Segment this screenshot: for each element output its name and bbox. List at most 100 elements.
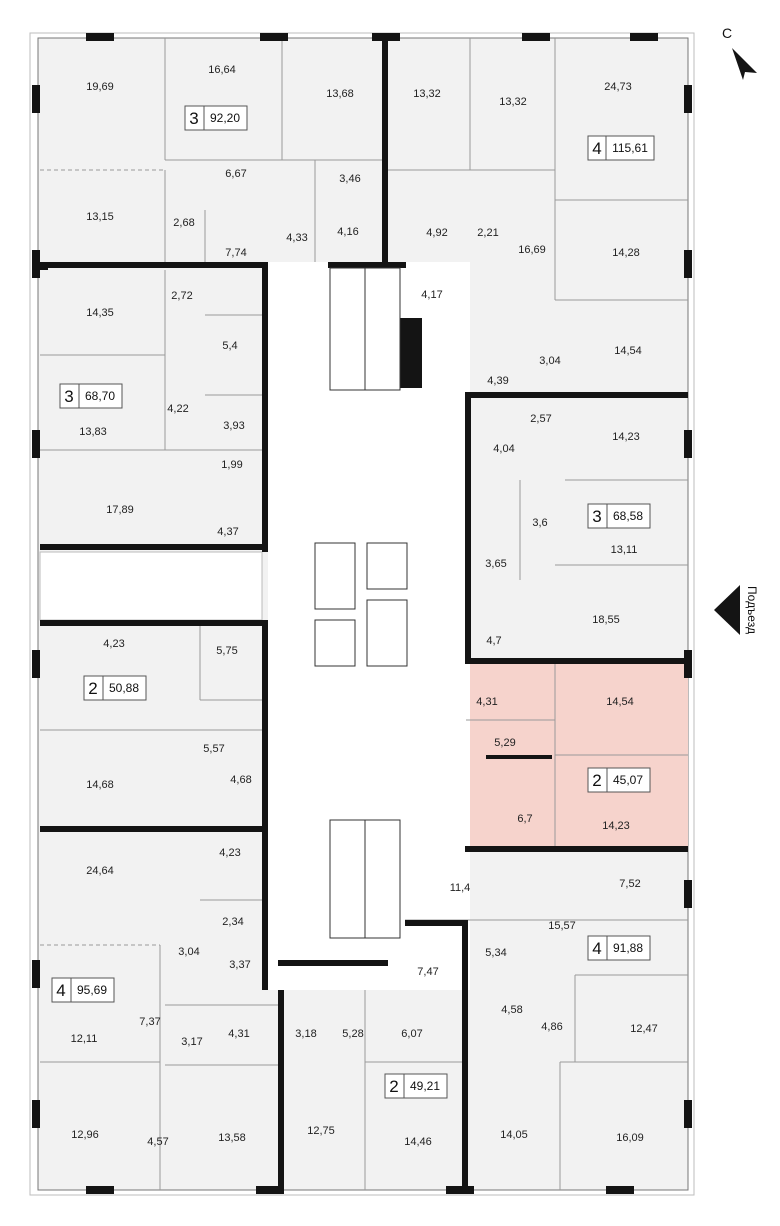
corridor xyxy=(268,262,470,990)
room-area: 24,64 xyxy=(86,865,114,877)
room-area: 4,23 xyxy=(219,847,240,859)
room-area: 11,4 xyxy=(450,882,471,894)
room-area: 3,65 xyxy=(485,558,506,570)
balcony-gap xyxy=(39,551,263,621)
room-area: 5,4 xyxy=(222,340,237,352)
room-area: 5,75 xyxy=(216,645,237,657)
room-area: 13,32 xyxy=(413,88,441,100)
room-area: 13,11 xyxy=(611,544,638,556)
apartment-rooms: 4 xyxy=(56,981,65,1000)
room-area: 2,68 xyxy=(173,217,194,229)
apartment-area: 68,70 xyxy=(85,389,115,403)
room-area: 5,28 xyxy=(342,1028,363,1040)
room-area: 6,67 xyxy=(225,168,246,180)
room-area: 4,16 xyxy=(337,226,358,238)
apartment-area: 91,88 xyxy=(613,941,643,955)
room-area: 2,57 xyxy=(530,413,551,425)
room-area: 13,83 xyxy=(79,426,107,438)
room-area: 12,75 xyxy=(307,1125,335,1137)
room-area: 3,18 xyxy=(295,1028,316,1040)
room-area: 13,32 xyxy=(499,96,527,108)
room-area: 16,64 xyxy=(208,64,236,76)
apartment-rooms: 2 xyxy=(389,1077,398,1096)
apartment-area: 92,20 xyxy=(210,111,240,125)
load-bearing-walls xyxy=(40,38,688,1190)
highlighted-apartment[interactable] xyxy=(466,660,688,846)
room-area: 3,6 xyxy=(532,517,547,529)
room-area: 14,28 xyxy=(612,247,640,259)
room-area: 3,93 xyxy=(223,420,244,432)
stairwells xyxy=(314,267,408,939)
room-area: 4,23 xyxy=(103,638,124,650)
entrance-arrow-icon xyxy=(714,585,740,635)
room-area: 14,46 xyxy=(404,1136,432,1148)
apartment-area: 45,07 xyxy=(613,773,643,787)
room-area: 13,68 xyxy=(326,88,354,100)
room-area: 2,72 xyxy=(171,290,192,302)
compass: С xyxy=(722,25,757,80)
room-area: 4,31 xyxy=(476,696,497,708)
room-area: 4,31 xyxy=(228,1028,249,1040)
north-arrow-icon xyxy=(732,48,757,80)
room-area: 5,57 xyxy=(203,743,224,755)
apartment-rooms: 2 xyxy=(88,679,97,698)
room-area: 18,55 xyxy=(592,614,620,626)
room-area: 6,07 xyxy=(401,1028,422,1040)
room-area: 12,11 xyxy=(71,1033,98,1045)
apartment-area: 115,61 xyxy=(612,141,648,155)
room-area: 14,68 xyxy=(86,779,114,791)
room-area: 12,96 xyxy=(71,1129,99,1141)
room-area: 15,57 xyxy=(548,920,576,932)
room-area: 7,74 xyxy=(225,247,246,259)
apartment-rooms: 4 xyxy=(592,139,601,158)
outer-frame xyxy=(29,32,695,1196)
room-area: 4,7 xyxy=(486,635,501,647)
room-area: 14,54 xyxy=(614,345,642,357)
room-area: 12,47 xyxy=(630,1023,658,1035)
room-area: 4,57 xyxy=(147,1136,168,1148)
north-label: С xyxy=(722,25,732,41)
room-area: 3,37 xyxy=(229,959,250,971)
windows xyxy=(32,33,692,1194)
room-area: 3,17 xyxy=(181,1036,202,1048)
apartment-rooms: 4 xyxy=(592,939,601,958)
room-area: 2,34 xyxy=(222,916,243,928)
apartment-rooms: 3 xyxy=(64,387,73,406)
room-area: 24,73 xyxy=(604,81,632,93)
room-labels: 19,69 16,64 13,68 13,32 13,32 24,73 6,67… xyxy=(71,64,658,1148)
apartment-rooms: 2 xyxy=(592,771,601,790)
room-area: 7,52 xyxy=(619,878,640,890)
room-area: 17,89 xyxy=(106,504,134,516)
room-area: 4,68 xyxy=(230,774,251,786)
room-area: 14,54 xyxy=(606,696,634,708)
room-area: 4,22 xyxy=(167,403,188,415)
room-area: 4,37 xyxy=(217,526,238,538)
apartment-badge[interactable]: 4 115,61 xyxy=(587,135,655,161)
room-area: 16,69 xyxy=(518,244,546,256)
apartment-area: 95,69 xyxy=(77,983,107,997)
room-area: 14,23 xyxy=(602,820,630,832)
room-area: 4,39 xyxy=(487,375,508,387)
room-area: 4,58 xyxy=(501,1004,522,1016)
apartment-area: 68,58 xyxy=(613,509,643,523)
entrance-marker: Подъезд xyxy=(714,585,759,635)
room-area: 1,99 xyxy=(221,459,242,471)
room-area: 13,15 xyxy=(86,211,114,223)
apartment-area: 50,88 xyxy=(109,681,139,695)
room-area: 6,7 xyxy=(517,813,532,825)
room-area: 19,69 xyxy=(86,81,114,93)
room-area: 3,04 xyxy=(539,355,560,367)
room-area: 14,35 xyxy=(86,307,114,319)
room-area: 13,58 xyxy=(218,1132,246,1144)
room-area: 4,92 xyxy=(426,227,447,239)
